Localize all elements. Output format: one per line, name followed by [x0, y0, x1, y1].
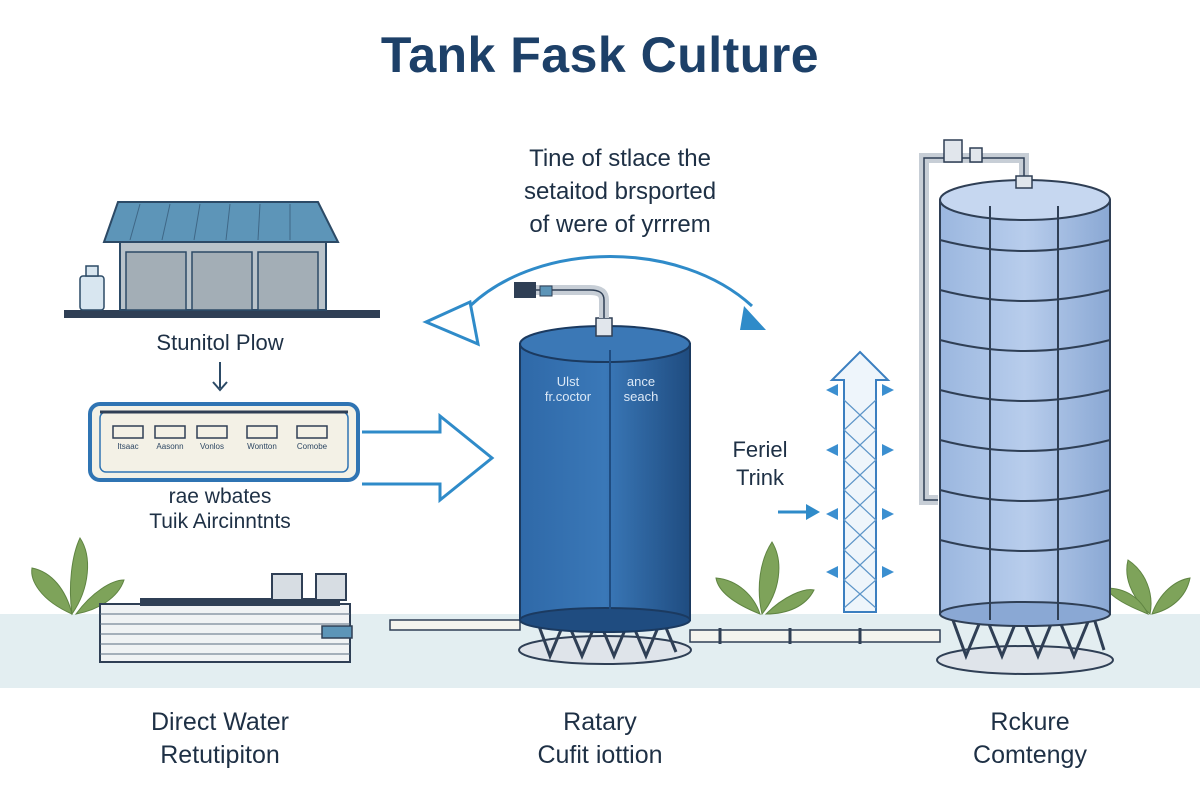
callout-line-1: Tine of stlace the	[529, 145, 711, 172]
bottom-label-center-2: Cufit iottion	[537, 741, 663, 769]
tank-label-left-2: fr.coctor	[544, 389, 592, 404]
panel-slot-label: Vonlos	[199, 442, 225, 451]
flow-label: Stunitol Plow	[156, 330, 284, 355]
plant-right-icon	[1105, 559, 1191, 615]
filter-inlet-arrow-icon	[778, 504, 820, 520]
callout-line-2: setaitod brsported	[523, 178, 717, 205]
tall-tank-icon	[919, 139, 1114, 675]
filter-column-icon	[826, 350, 894, 613]
bottom-label-right-1: Rckure	[990, 708, 1070, 736]
panel-slot-label: Aasonn	[156, 442, 184, 451]
filter-label-1: Feriel	[732, 437, 788, 462]
tank-label-right-2: seach	[623, 389, 659, 404]
page-title: Tank Fask Culture	[380, 27, 820, 83]
bottom-label-left: Direct Water Retutipiton	[90, 706, 350, 772]
tank-label-right: ance seach	[606, 374, 676, 404]
pipeline	[389, 619, 941, 644]
down-arrow-icon	[212, 362, 228, 392]
flow-arrow-right-icon	[362, 412, 495, 504]
bottom-label-right: Rckure Comtengy	[900, 706, 1160, 772]
panel-slot-label: Wontton	[247, 442, 277, 451]
building-icon	[64, 201, 380, 318]
panel-slot-label: Comobe	[296, 442, 328, 451]
filter-label-2: Trink	[735, 465, 785, 490]
curved-cycle-arrow-icon	[422, 255, 766, 347]
panel-caption-2: Tuik Aircinntnts	[149, 510, 291, 533]
center-tank-icon	[514, 282, 692, 665]
bottom-label-left-2: Retutipiton	[160, 741, 280, 769]
bottom-label-right-2: Comtengy	[973, 741, 1087, 769]
bottom-label-center-1: Ratary	[563, 708, 637, 736]
tank-label-right-1: ance	[626, 374, 656, 389]
panel-slot-label: Itsaac	[117, 442, 139, 451]
control-panel	[88, 402, 360, 482]
bottom-label-left-1: Direct Water	[151, 708, 289, 736]
callout-line-3: of were of yrrrem	[529, 211, 711, 238]
bottom-label-center: Ratary Cufit iottion	[470, 706, 730, 772]
water-unit-icon	[99, 573, 353, 663]
panel-caption-1: rae wbates	[168, 485, 272, 508]
plant-left-icon	[31, 536, 125, 616]
tank-label-left: Ulst fr.coctor	[528, 374, 608, 404]
callout-text: Tine of stlace the setaitod brsported of…	[470, 142, 770, 241]
plant-center-icon	[715, 541, 815, 616]
filter-label: Feriel Trink	[700, 436, 820, 492]
tank-label-left-1: Ulst	[556, 374, 580, 389]
